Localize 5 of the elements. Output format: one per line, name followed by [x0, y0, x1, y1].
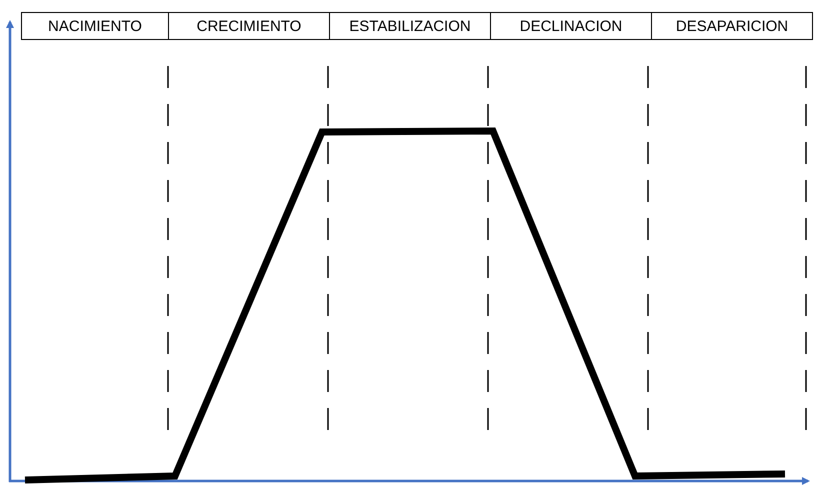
stage-label: ESTABILIZACION: [329, 12, 491, 40]
stage-label: DESAPARICION: [651, 12, 813, 40]
stage-label: CRECIMIENTO: [168, 12, 330, 40]
stage-label: DECLINACION: [490, 12, 652, 40]
stage-label: NACIMIENTO: [21, 12, 169, 40]
